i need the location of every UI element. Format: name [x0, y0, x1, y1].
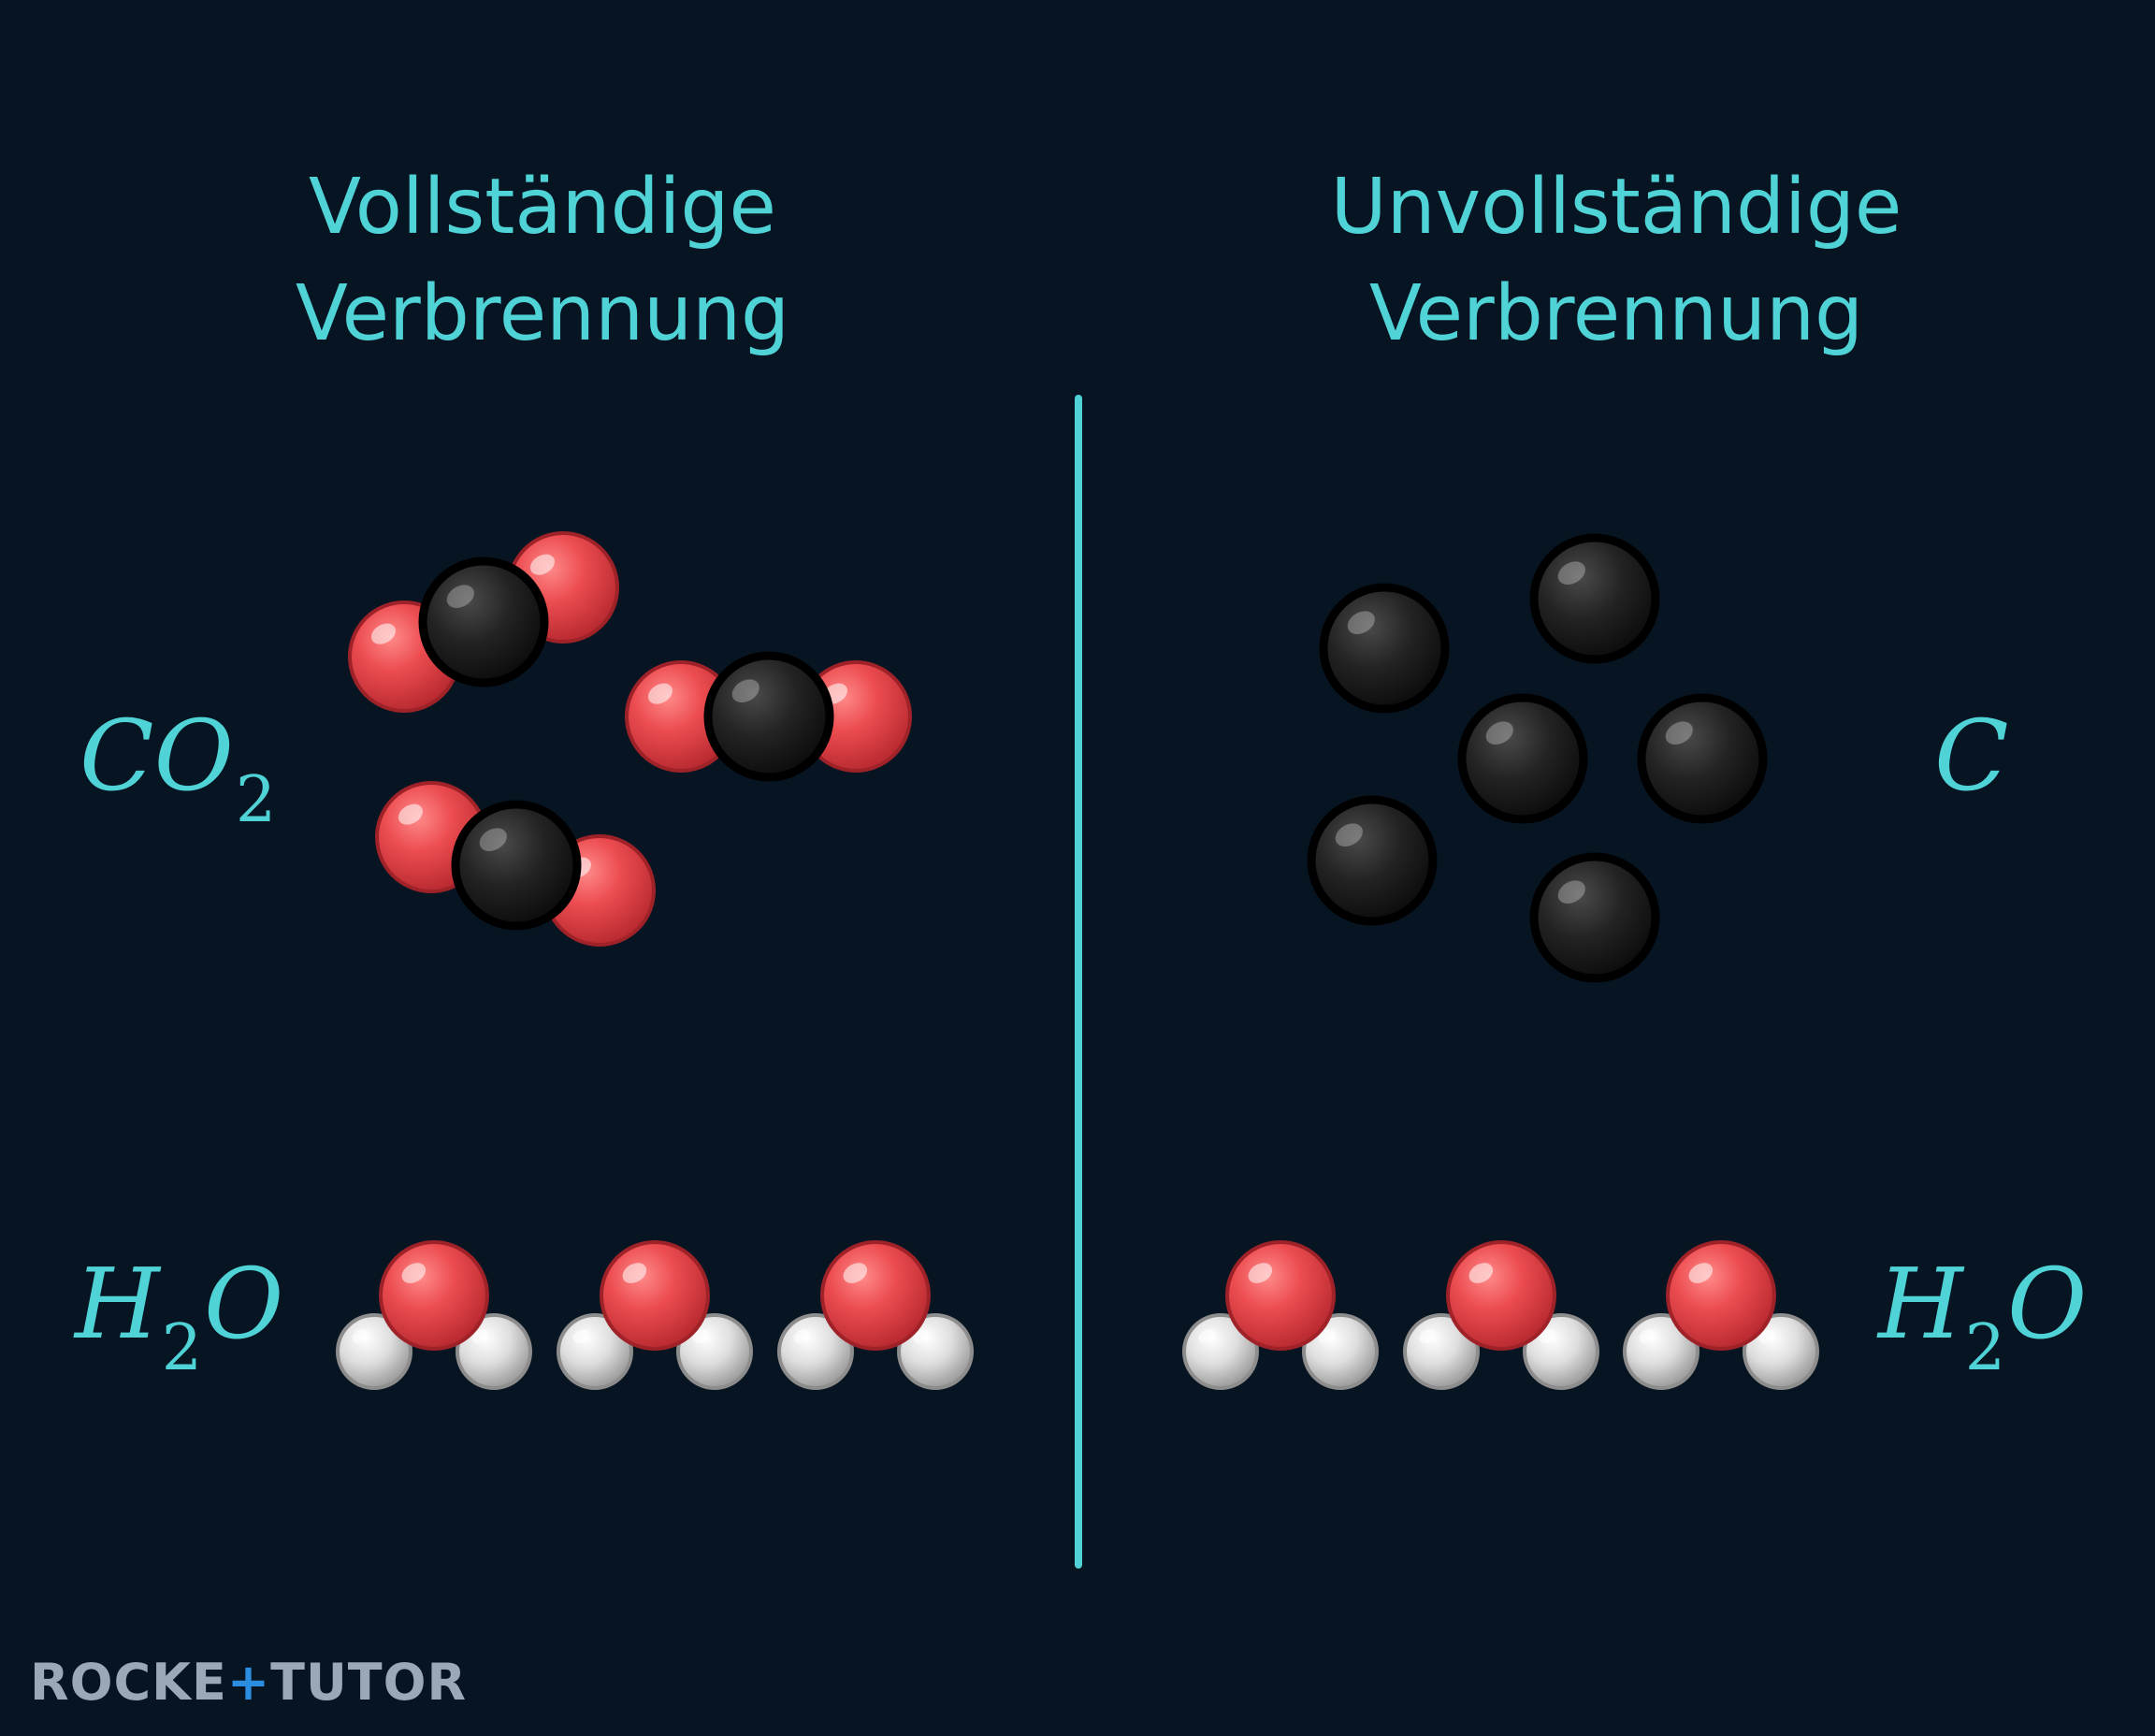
formula-h2o-left: H2O [75, 1255, 283, 1381]
carbon-atom-1-icon [1319, 583, 1450, 714]
title-incomplete-combustion: Unvollständige Verbrennung [1242, 154, 1990, 368]
atoms-layer [336, 531, 1819, 1390]
h2o-right-1-hydrogen-b-icon [1302, 1313, 1379, 1390]
h2o-right-3-hydrogen-a-icon [1623, 1313, 1699, 1390]
h2o-right-1-hydrogen-a-icon [1182, 1313, 1259, 1390]
rocket-tutor-logo: ROCKE+TUTOR [30, 1657, 467, 1708]
h2o-left-2-oxygen-icon [600, 1240, 710, 1351]
h2o-left-1-hydrogen-a-icon [336, 1313, 412, 1390]
center-divider [1075, 395, 1082, 1569]
h2o-right-3-hydrogen-b-icon [1743, 1313, 1819, 1390]
formula-h2o-right-h: H [1878, 1247, 1963, 1361]
carbon-atom-4-icon [1637, 693, 1768, 824]
formula-co2: CO2 [80, 707, 278, 832]
formula-c: C [1934, 707, 2009, 804]
co2-3-carbon-icon [451, 800, 582, 931]
formula-c-main: C [1934, 699, 2009, 813]
h2o-left-2-hydrogen-a-icon [557, 1313, 633, 1390]
title-left-line-2: Verbrennung [295, 269, 790, 358]
formula-h2o-right-sub: 2 [1964, 1311, 2005, 1385]
co2-1-carbon-icon [418, 557, 549, 687]
h2o-left-3-hydrogen-b-icon [897, 1313, 974, 1390]
formula-h2o-right: H2O [1878, 1255, 2087, 1381]
title-complete-combustion: Vollständige Verbrennung [168, 154, 917, 368]
formula-co2-sub: 2 [235, 763, 277, 837]
h2o-right-2-oxygen-icon [1446, 1240, 1556, 1351]
h2o-right-2-hydrogen-a-icon [1403, 1313, 1480, 1390]
carbon-atom-6-icon [1529, 852, 1660, 983]
formula-h2o-left-h: H [75, 1247, 160, 1361]
h2o-left-1-hydrogen-b-icon [456, 1313, 532, 1390]
title-left-line-1: Vollständige [309, 163, 776, 252]
h2o-right-2-hydrogen-b-icon [1523, 1313, 1599, 1390]
formula-h2o-left-sub: 2 [161, 1311, 202, 1385]
carbon-atom-5-icon [1307, 795, 1438, 926]
formula-h2o-left-o: O [203, 1247, 284, 1361]
carbon-atom-3-icon [1457, 693, 1588, 824]
title-right-line-1: Unvollständige [1330, 163, 1902, 252]
h2o-right-1-oxygen-icon [1225, 1240, 1336, 1351]
logo-text-b: TUTO [270, 1653, 427, 1712]
h2o-left-2-hydrogen-b-icon [676, 1313, 753, 1390]
formula-co2-main: CO [80, 699, 234, 813]
co2-2-carbon-icon [703, 651, 834, 782]
formula-h2o-right-o: O [2006, 1247, 2088, 1361]
h2o-left-1-oxygen-icon [379, 1240, 489, 1351]
logo-plus: + [226, 1653, 271, 1712]
logo-text-c: R [427, 1653, 468, 1712]
h2o-right-3-oxygen-icon [1666, 1240, 1776, 1351]
logo-text-a: ROCKE [30, 1653, 227, 1712]
h2o-left-3-hydrogen-a-icon [777, 1313, 854, 1390]
carbon-atom-2-icon [1529, 533, 1660, 664]
title-right-line-2: Verbrennung [1368, 269, 1864, 358]
h2o-left-3-oxygen-icon [820, 1240, 931, 1351]
